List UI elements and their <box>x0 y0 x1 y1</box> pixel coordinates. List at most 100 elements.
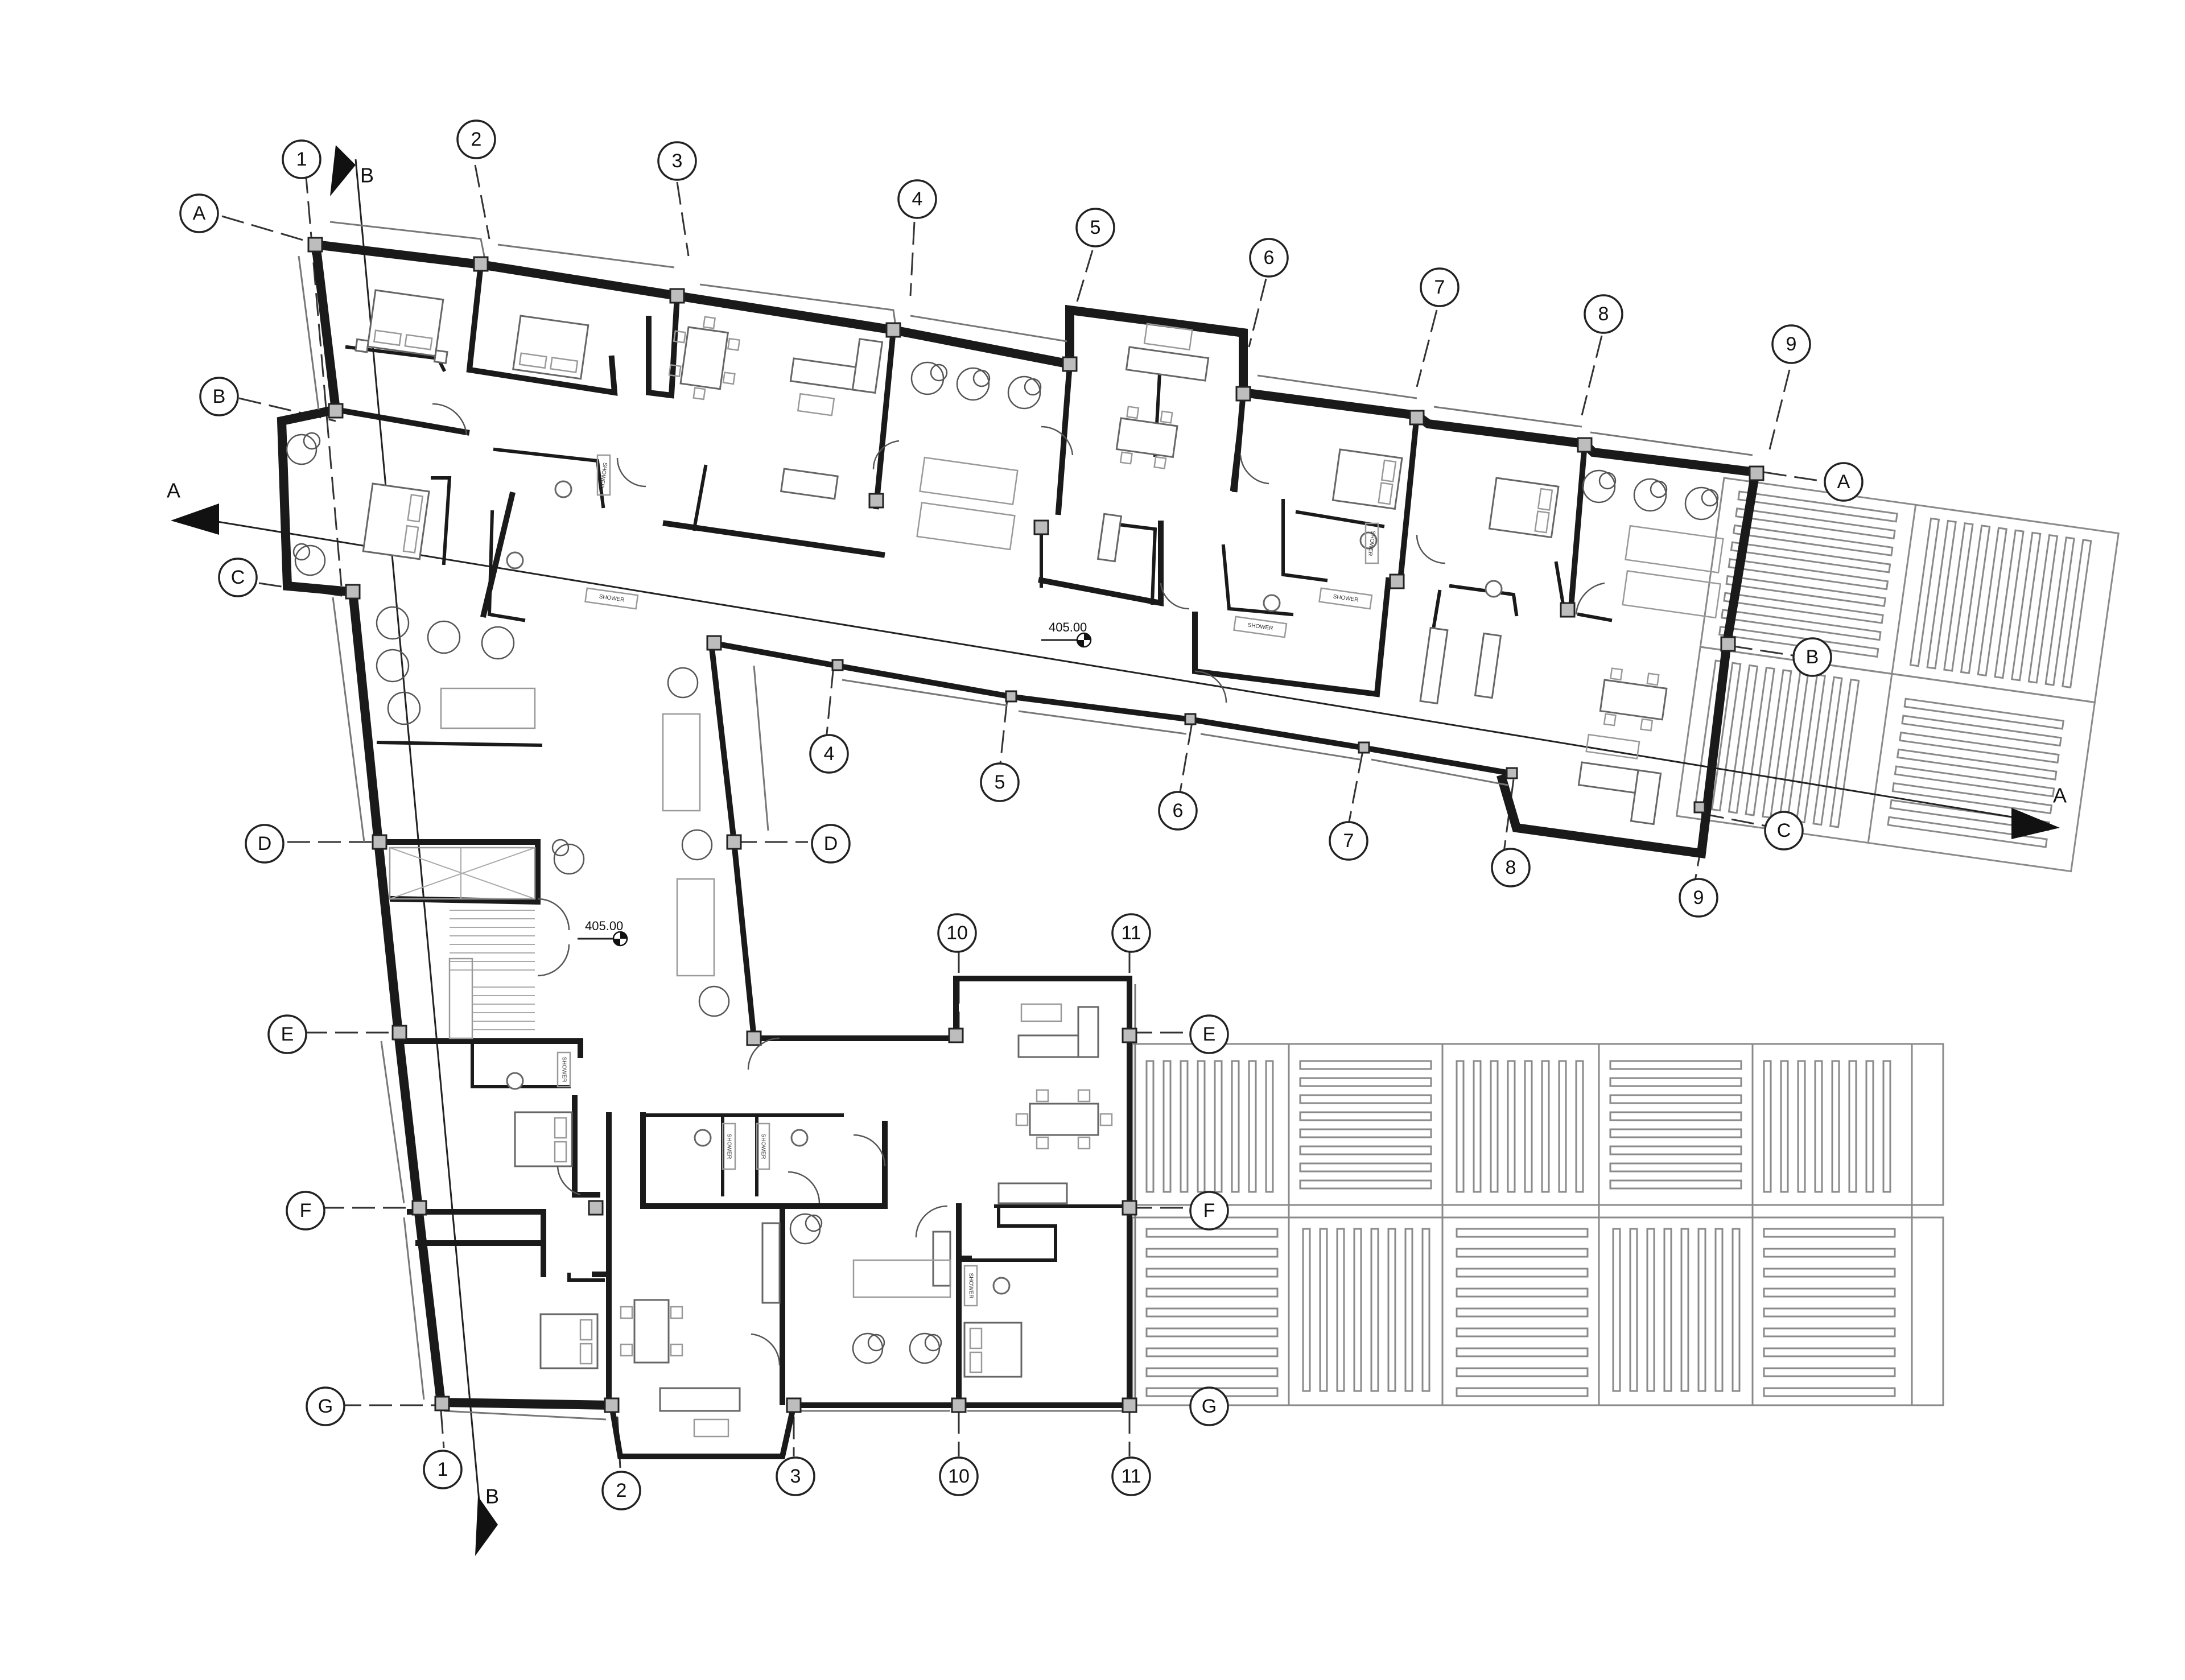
svg-text:B: B <box>1806 646 1819 668</box>
svg-text:11: 11 <box>1121 1466 1141 1487</box>
exterior-walls <box>277 240 1761 1459</box>
bed <box>1488 477 1560 539</box>
grid-bubble-E: E <box>1189 1014 1229 1054</box>
bed <box>963 1322 1023 1378</box>
shower-labels: SHOWER SHOWER SHOWER SHOWER SHOWER SHOWE… <box>561 462 1376 1299</box>
grid-bubble-1: 1 <box>423 1450 463 1489</box>
doors <box>432 403 1605 1366</box>
grid-bubble-G: G <box>306 1386 345 1426</box>
structural-columns <box>307 237 1765 1413</box>
svg-text:E: E <box>1203 1023 1216 1045</box>
bed <box>512 315 589 380</box>
grid-bubble-3: 3 <box>776 1456 815 1496</box>
svg-text:6: 6 <box>1173 800 1184 822</box>
grid-bubble-1: 1 <box>282 139 321 179</box>
grid-bubble-6: 6 <box>1158 791 1198 831</box>
grid-bubbles-west: A B C D E F G <box>179 193 345 1426</box>
section-label: B <box>360 164 374 187</box>
grid-bubble-9: 9 <box>1771 324 1811 364</box>
svg-text:2: 2 <box>616 1480 627 1501</box>
grid-bubble-9: 9 <box>1679 878 1718 918</box>
svg-text:5: 5 <box>995 771 1005 793</box>
svg-text:F: F <box>1203 1200 1215 1221</box>
dining-table <box>1015 1089 1113 1150</box>
grid-bubble-B: B <box>199 377 239 416</box>
elevation-label: 405.00 <box>585 919 623 933</box>
dining-table <box>1599 667 1668 732</box>
sofa <box>659 1387 741 1438</box>
bed <box>514 1111 573 1167</box>
stair <box>389 847 536 1039</box>
shower-label: SHOWER <box>561 1057 567 1083</box>
grid-bubble-11: 11 <box>1111 913 1151 953</box>
grid-bubble-8: 8 <box>1491 848 1531 888</box>
sofa <box>1125 323 1210 382</box>
deck-boards-lower <box>1145 1228 1896 1397</box>
plant-clusters <box>286 361 1719 1364</box>
grid-bubble-8: 8 <box>1584 294 1623 334</box>
svg-text:G: G <box>318 1396 333 1417</box>
svg-text:10: 10 <box>948 1466 970 1487</box>
dining-table <box>668 316 741 401</box>
grid-bubble-4: 4 <box>809 734 849 774</box>
bed <box>354 289 448 365</box>
furniture <box>354 289 1668 1438</box>
grid-bubble-11: 11 <box>1111 1456 1151 1496</box>
section-label: B <box>485 1485 499 1508</box>
svg-text:1: 1 <box>296 148 307 170</box>
grid-bubble-F: F <box>1189 1191 1229 1231</box>
svg-text:7: 7 <box>1434 276 1445 298</box>
svg-text:C: C <box>231 567 245 588</box>
grid-bubbles-top: 1 2 3 4 5 6 7 8 9 <box>282 119 1811 364</box>
svg-text:1: 1 <box>438 1459 448 1480</box>
section-marker-b-start: B <box>330 145 374 196</box>
svg-text:7: 7 <box>1343 830 1354 852</box>
grid-bubble-A: A <box>179 193 219 233</box>
svg-text:9: 9 <box>1693 887 1704 909</box>
svg-text:A: A <box>193 203 206 224</box>
svg-text:5: 5 <box>1090 217 1101 238</box>
grid-bubble-C: C <box>1764 811 1804 851</box>
grid-bubble-7: 7 <box>1329 821 1368 861</box>
grid-bubble-B: B <box>1792 637 1832 677</box>
shower-label: SHOWER <box>760 1134 766 1159</box>
svg-text:C: C <box>1777 820 1791 841</box>
grid-bubble-10: 10 <box>937 913 977 953</box>
bed <box>362 482 430 560</box>
grid-bubble-5: 5 <box>980 762 1020 802</box>
svg-text:E: E <box>281 1023 294 1045</box>
elevation-label: 405.00 <box>1049 620 1087 634</box>
section-marker-b-end: B <box>475 1485 499 1556</box>
shower-label: SHOWER <box>968 1273 974 1299</box>
svg-text:D: D <box>258 833 272 855</box>
svg-text:11: 11 <box>1121 922 1141 944</box>
grid-bubble-D: D <box>245 824 285 864</box>
grid-bubble-2: 2 <box>456 119 496 159</box>
shower-label: SHOWER <box>726 1134 732 1159</box>
grid-bubble-F: F <box>286 1191 325 1231</box>
grid-bubble-6: 6 <box>1249 238 1289 278</box>
shower-label: SHOWER <box>599 593 625 603</box>
grid-bubble-4: 4 <box>897 179 937 219</box>
svg-text:B: B <box>213 386 226 407</box>
grid-bubbles-south-upper: 10 11 <box>937 913 1151 953</box>
grid-bubbles-east: A B C D E F G <box>811 462 1864 1426</box>
grid-bubble-5: 5 <box>1075 208 1115 247</box>
svg-text:9: 9 <box>1786 333 1797 355</box>
glazing <box>298 221 1753 1421</box>
sofa <box>789 338 884 416</box>
svg-text:F: F <box>300 1200 312 1221</box>
svg-text:6: 6 <box>1264 247 1275 269</box>
dining-table <box>1115 406 1178 469</box>
svg-text:10: 10 <box>946 922 968 944</box>
svg-text:3: 3 <box>790 1466 801 1487</box>
grid-bubble-10: 10 <box>939 1456 979 1496</box>
svg-text:A: A <box>1837 471 1850 493</box>
grid-bubble-C: C <box>218 558 258 597</box>
bed <box>1331 448 1403 510</box>
deck-boards-upper <box>1145 1060 1891 1193</box>
grid-bubble-3: 3 <box>657 141 697 181</box>
grid-bubble-A: A <box>1824 462 1864 502</box>
grid-bubble-D: D <box>811 824 851 864</box>
